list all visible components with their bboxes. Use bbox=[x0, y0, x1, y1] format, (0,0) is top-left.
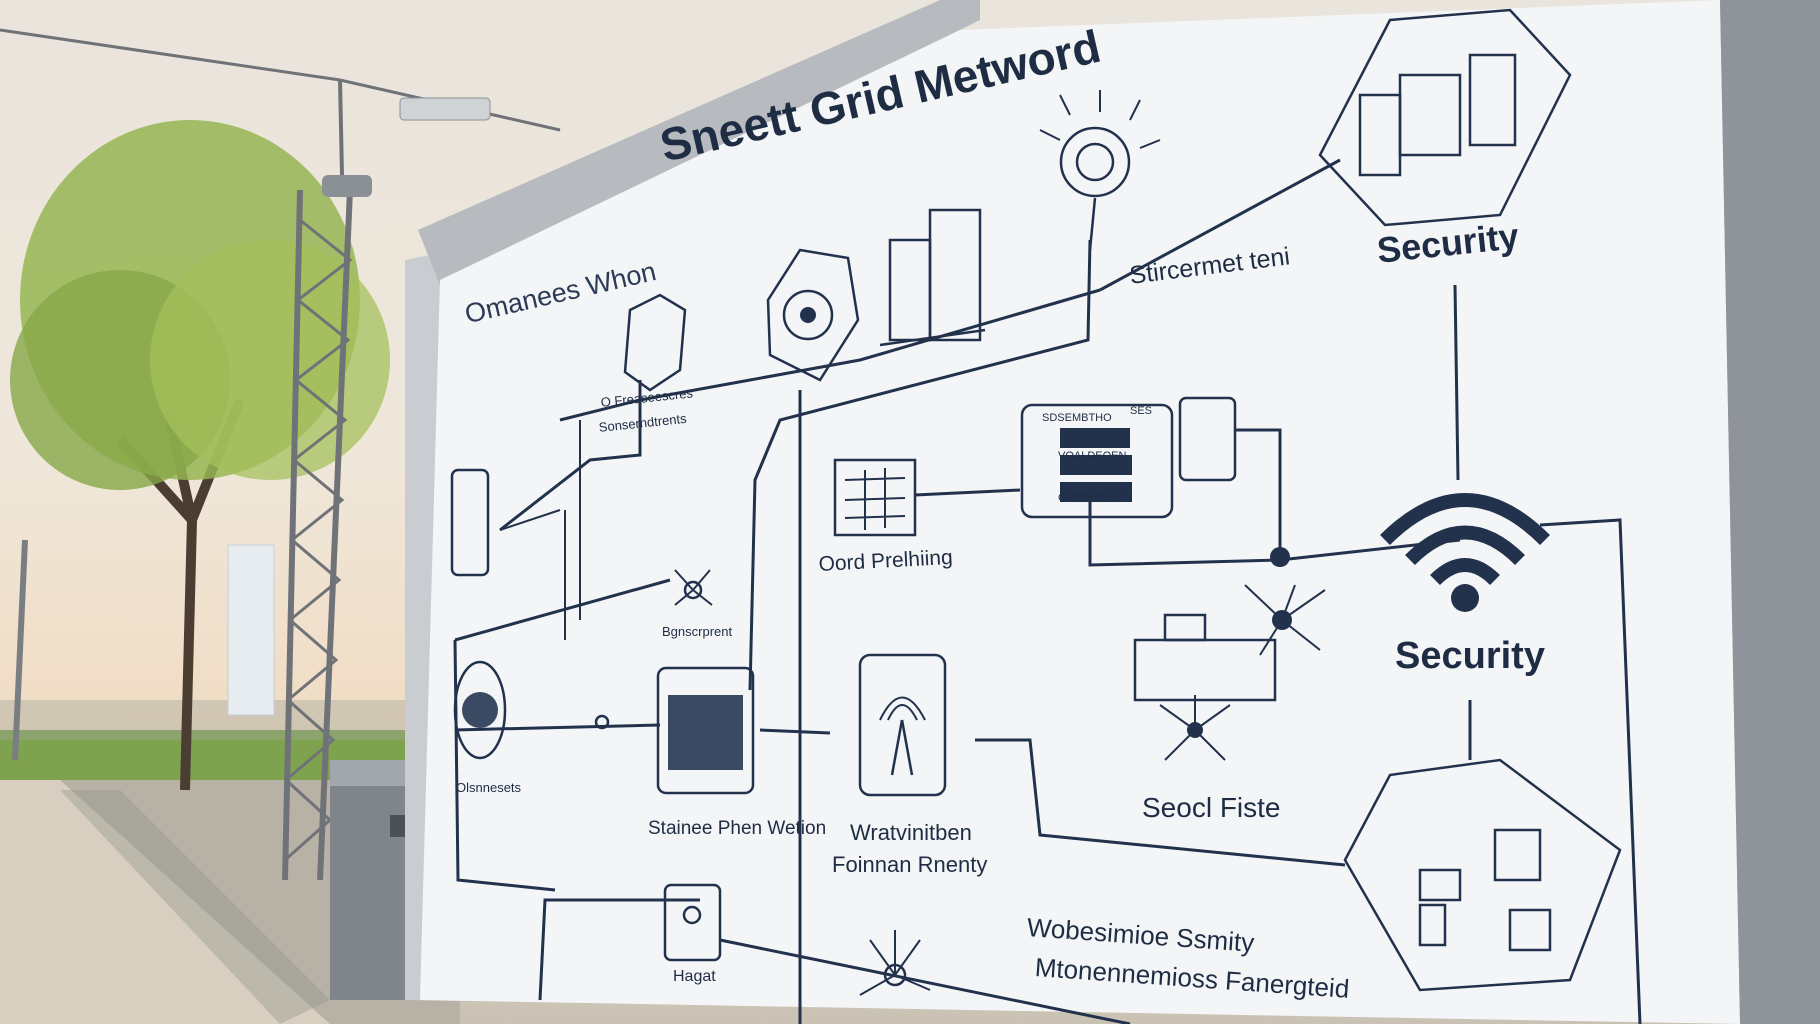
network-lines bbox=[453, 158, 1642, 1024]
control-panel-icon bbox=[1020, 403, 1174, 519]
calculator-icon bbox=[833, 458, 917, 537]
device-icon bbox=[663, 883, 722, 962]
label-watvin-1: Wratvinitben bbox=[850, 820, 972, 845]
lattice-pole bbox=[0, 28, 561, 881]
sun-hexagon-icon bbox=[766, 248, 860, 382]
label-security-mid: Security bbox=[1395, 635, 1545, 677]
label-watvin-2: Foinnan Rnenty bbox=[832, 852, 988, 877]
shield-badge-icon bbox=[453, 660, 507, 760]
billboard bbox=[405, 0, 1820, 1024]
panel-row-3: GRIDHONO bbox=[1058, 492, 1119, 504]
street-pole-left bbox=[12, 539, 28, 761]
tablet-icon bbox=[1178, 396, 1237, 482]
router-icon bbox=[1133, 613, 1277, 702]
label-onnsets: Olsnnesets bbox=[456, 780, 522, 795]
curb bbox=[60, 790, 330, 1024]
building-icon bbox=[879, 208, 986, 347]
factory-icon bbox=[1318, 8, 1572, 227]
small-hexagon-icon bbox=[623, 293, 687, 392]
spark-icon bbox=[594, 569, 931, 996]
monitor-icon bbox=[656, 666, 755, 795]
security-hexagon-icon bbox=[1343, 758, 1622, 992]
panel-row-2: VOALDEOEN bbox=[1058, 450, 1127, 462]
left-vertical-panel bbox=[450, 420, 581, 640]
billboard-side-frame bbox=[1720, 0, 1820, 1024]
panel-header: SES bbox=[1130, 405, 1153, 417]
label-hagat: Hagat bbox=[673, 968, 716, 985]
label-socl: Seocl Fiste bbox=[1142, 792, 1281, 823]
distant-tower bbox=[227, 544, 275, 716]
panel-row-1: SDSEMBTHO bbox=[1042, 412, 1112, 424]
tree bbox=[10, 120, 390, 791]
lightbulb-icon bbox=[1039, 90, 1161, 251]
label-bgnscr: Bgnscrprent bbox=[662, 624, 733, 639]
billboard-face bbox=[420, 0, 1740, 1024]
antenna-icon bbox=[858, 653, 947, 797]
network-node-icon bbox=[1159, 584, 1326, 761]
label-stainee: Stainee Phen Wetion bbox=[648, 818, 827, 839]
wifi-icon bbox=[1380, 493, 1550, 612]
billboard-top-rail bbox=[418, 0, 980, 285]
paved-walkway bbox=[0, 780, 330, 1024]
